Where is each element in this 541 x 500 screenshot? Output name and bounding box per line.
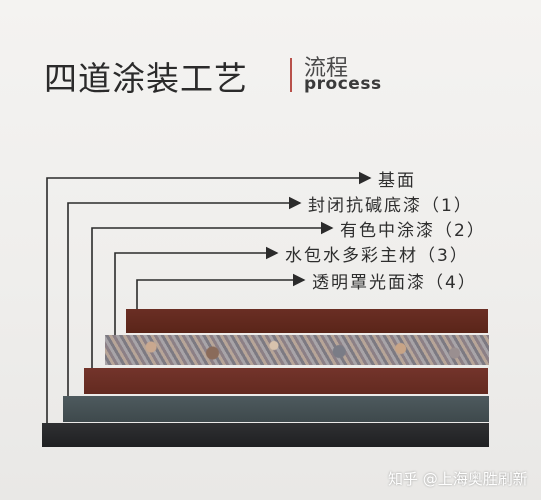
- leader-line-top: [136, 273, 306, 311]
- subtitle-en: process: [304, 74, 382, 94]
- title-divider: [290, 58, 292, 92]
- label-seal-primer: 封闭抗碱底漆（1）: [308, 196, 473, 216]
- label-clear-top: 透明罩光面漆（4）: [312, 273, 477, 293]
- layer-seal-primer: [63, 396, 489, 422]
- layer-base: [42, 423, 489, 447]
- watermark: 知乎 @上海奥胜刷新: [388, 470, 528, 488]
- layer-colored-mid-coat: [84, 368, 488, 394]
- label-multicolor: 水包水多彩主材（3）: [285, 246, 469, 266]
- label-mid-coat: 有色中涂漆（2）: [340, 221, 486, 241]
- layer-multicolor-main: [105, 335, 489, 365]
- leader-line-base: [46, 171, 372, 425]
- layer-clear-top-coat: [126, 309, 488, 333]
- leader-line-mid: [91, 221, 334, 370]
- leader-line-stone: [114, 246, 279, 337]
- page-title: 四道涂装工艺: [44, 59, 248, 98]
- leader-line-seal: [67, 196, 302, 398]
- subtitle-cn: 流程: [304, 56, 349, 81]
- label-base: 基面: [378, 171, 416, 191]
